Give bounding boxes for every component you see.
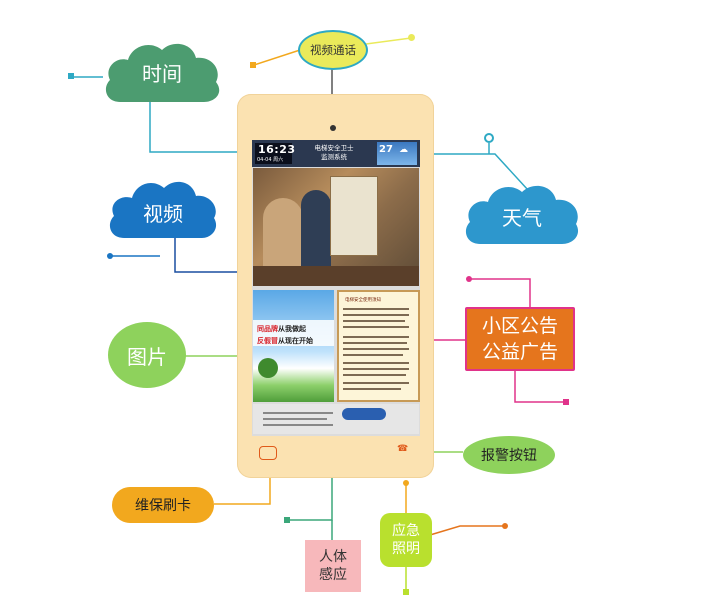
video-figure [301, 190, 331, 280]
notice-text-line [343, 362, 409, 364]
screen-header-title: 电梯安全卫士 监测系统 [294, 144, 374, 162]
image-slogan-line1: 同品牌从我做起 [257, 324, 306, 334]
video-easel-painting [330, 176, 378, 256]
screen-clock: 16:23 04-04 周六 [255, 143, 295, 164]
weather-icon: ☁ [399, 145, 408, 155]
footer-text-line [263, 412, 333, 414]
header-title-line2: 监测系统 [321, 153, 347, 161]
connector-video-call-right [365, 37, 412, 45]
notice-text-line [343, 368, 409, 370]
marker-emergency-bottom [403, 589, 409, 595]
brand-logo [342, 408, 386, 420]
body-sense-label: 人体 感应 [305, 540, 361, 592]
announcement-line1: 小区公告 [481, 315, 558, 337]
picture-oval [108, 322, 186, 388]
notice-text-line [343, 382, 409, 384]
announcement-label: 小区公告 公益广告 [465, 307, 575, 371]
marker-video-left [107, 253, 113, 259]
alarm-button-label: 报警按钮 [481, 448, 537, 464]
weather-temp: 27 [379, 144, 393, 155]
connector-video-call-left [253, 49, 301, 66]
time-cloud [105, 43, 220, 102]
notice-text-line [343, 308, 409, 310]
header-title-line1: 电梯安全卫士 [314, 144, 354, 152]
video-call-label: 视频通话 [310, 43, 356, 57]
notice-title: 电梯安全使用须知 [345, 298, 381, 303]
marker-emergency-top [403, 480, 409, 486]
time-label: 时间 [142, 61, 182, 86]
notice-text-line [343, 336, 409, 338]
footer-text-line [263, 418, 327, 420]
picture-label: 图片 [127, 344, 167, 369]
image-slogan-band [253, 320, 334, 346]
notice-text-line [343, 354, 403, 356]
video-label: 视频 [143, 201, 183, 226]
body-sense-line2: 感应 [319, 567, 347, 583]
emergency-label: 应急 照明 [380, 513, 432, 567]
phone-icon: ☎ [397, 444, 409, 454]
video-call-oval [298, 30, 368, 70]
notice-text-line [343, 326, 409, 328]
clock-time: 16:23 [258, 143, 296, 156]
weather-cloud [465, 185, 579, 244]
slogan-black-1: 从我做起 [278, 325, 306, 333]
emergency-box [380, 513, 432, 567]
alarm-button-oval [463, 436, 555, 474]
connector-time [149, 92, 262, 153]
marker-announcement-top [466, 276, 472, 282]
image-slogan-line2: 反假冒从现在开始 [257, 336, 313, 346]
marker-video-call-left [250, 62, 256, 68]
screen-weather: 27 ☁ [377, 142, 417, 165]
card-reader-icon [259, 446, 277, 460]
connector-announcement-top [471, 278, 531, 308]
marker-video-call-right [408, 34, 415, 41]
footer-text-line [263, 424, 333, 426]
card-label: 维保刷卡 [135, 498, 191, 514]
screen-notice [337, 290, 420, 402]
weather-label: 天气 [502, 205, 542, 230]
slogan-red-1: 同品牌 [257, 325, 278, 333]
connector-emergency-right [429, 525, 505, 536]
announcement-box [465, 307, 575, 371]
video-cloud [109, 181, 217, 238]
emergency-line2: 照明 [392, 541, 420, 557]
slogan-black-2: 从现在开始 [278, 337, 313, 345]
clock-date: 04-04 周六 [257, 157, 284, 163]
notice-text-line [343, 342, 407, 344]
marker-body-sense-left [284, 517, 290, 523]
notice-text-line [343, 320, 405, 322]
connector-announcement-bottom [514, 370, 566, 403]
marker-announcement-bottom [563, 399, 569, 405]
marker-emergency-right [502, 523, 508, 529]
notice-text-line [343, 314, 409, 316]
screen-image [253, 290, 334, 402]
card-pill [112, 487, 214, 523]
marker-weather-ring [484, 133, 494, 143]
notice-text-line [343, 388, 401, 390]
announcement-line2: 公益广告 [481, 341, 558, 363]
notice-text-line [343, 374, 406, 376]
slogan-red-2: 反假冒 [257, 337, 278, 345]
marker-time-left [68, 73, 74, 79]
notice-text-line [343, 348, 409, 350]
body-sense-line1: 人体 [319, 549, 347, 565]
body-sense-box [305, 540, 361, 592]
tree-icon [258, 358, 278, 378]
camera-icon [330, 125, 336, 131]
connector-card [214, 470, 271, 505]
video-table [253, 266, 419, 286]
emergency-line1: 应急 [392, 523, 420, 539]
video-figure [263, 198, 303, 278]
